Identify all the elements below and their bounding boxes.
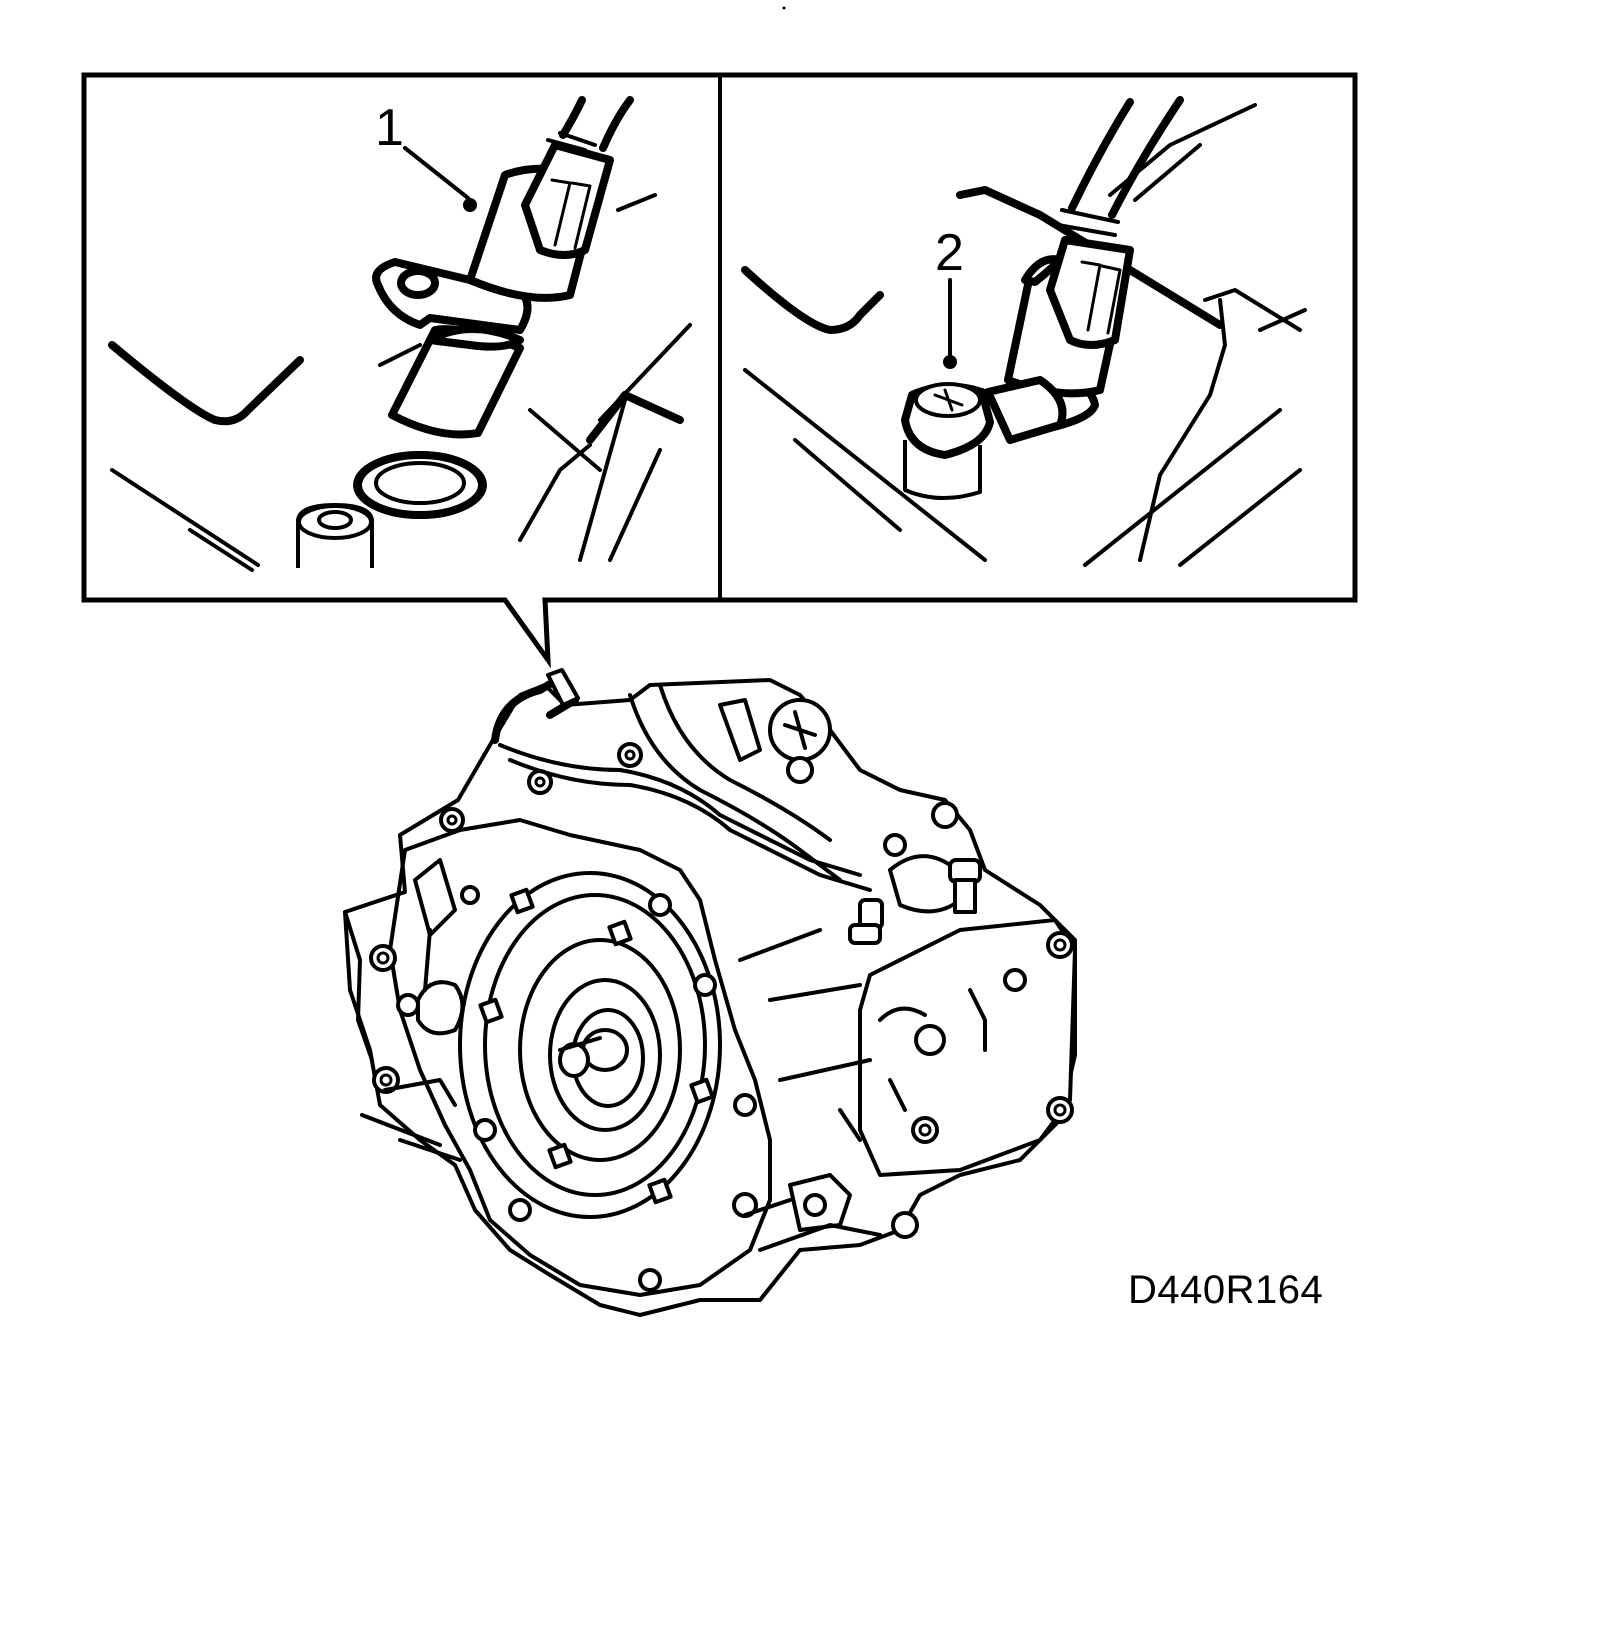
- figure-code: D440R164: [1128, 1268, 1324, 1312]
- flange-bolt-holes: [369, 742, 758, 1292]
- callout-1: 1: [375, 99, 477, 212]
- speed-sensor-1: [372, 96, 657, 439]
- callout-2-number: 2: [935, 224, 964, 282]
- speck: [782, 6, 786, 10]
- callout-1-number: 1: [375, 99, 404, 157]
- callout-2: 2: [935, 224, 964, 369]
- transmission-assembly: [343, 668, 1077, 1317]
- left-inset-panel: 1: [108, 96, 692, 572]
- inset-frame: [81, 72, 1358, 669]
- speed-sensor-installed: [984, 96, 1184, 444]
- housing-boss: [296, 503, 374, 568]
- right-inset-panel: 2: [741, 96, 1307, 567]
- end-cover: [858, 918, 1077, 1177]
- retaining-bolt-2: [901, 382, 994, 501]
- torque-converter: [458, 871, 722, 1219]
- o-ring-seal: [353, 451, 487, 519]
- fittings: [848, 801, 982, 945]
- wiring-harness: [491, 668, 872, 892]
